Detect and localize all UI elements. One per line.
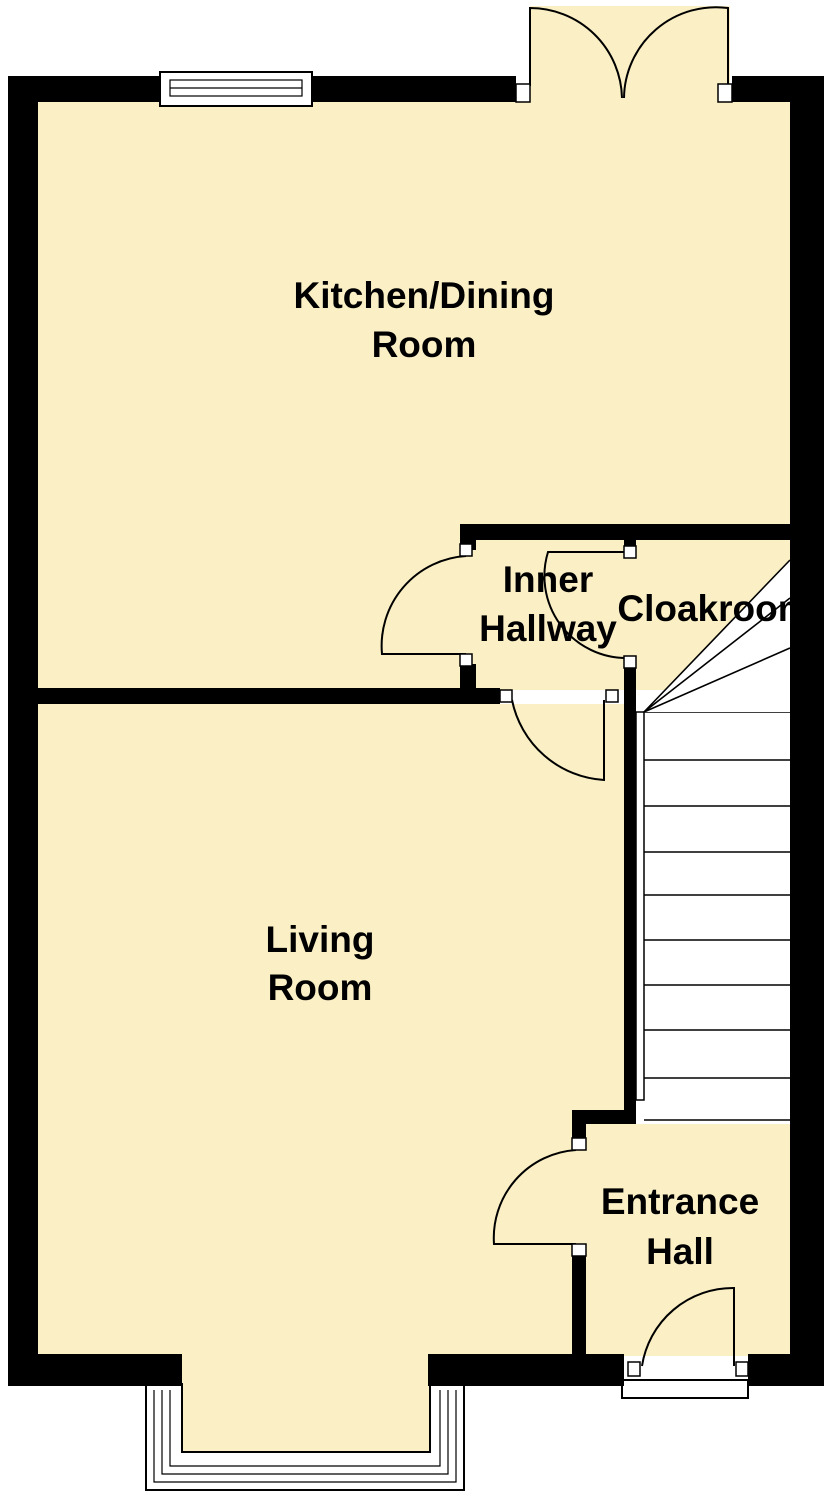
living-room-label-line1: Living: [266, 919, 375, 960]
entrance-hall-label-line2: Hall: [646, 1231, 714, 1272]
cloakroom-door: [543, 551, 627, 659]
wall-entrance-left-lower: [572, 1254, 586, 1358]
staircase-icon: [635, 559, 791, 1122]
wall-top-mid: [312, 76, 516, 102]
kitchen-label-line2: Room: [372, 324, 477, 365]
wall-top-right: [732, 76, 824, 102]
wall-stair-side: [624, 668, 636, 1120]
wall-hall-left-lower: [460, 664, 476, 704]
living-hall-door: [499, 689, 619, 782]
entrance-living-door: [492, 1137, 587, 1257]
cloakroom-jamb-bottom: [623, 655, 637, 669]
walls: [8, 76, 824, 1386]
kitchen-window: [159, 71, 313, 107]
front-door-frame: [621, 1379, 749, 1399]
stair-area: [644, 712, 790, 1122]
kitchen-label-line1: Kitchen/Dining: [293, 275, 554, 316]
wall-living-kitchen: [38, 688, 500, 704]
french-doors: [515, 6, 733, 103]
bay-window-floor: [180, 1354, 430, 1458]
wall-hall-top: [460, 524, 790, 540]
living-room-floor: [38, 704, 624, 1354]
floor-areas: [38, 6, 790, 1458]
kitchen-hall-door: [380, 543, 473, 667]
inner-hallway-label-line1: Inner: [503, 559, 593, 600]
entrance-hall-floor: [586, 1124, 790, 1356]
entrance-hall-label-line1: Entrance: [601, 1181, 759, 1222]
stair-rail: [635, 711, 645, 1101]
wall-left: [8, 76, 38, 1386]
french-door-porch-floor: [530, 6, 730, 106]
inner-hallway-label-line2: Hallway: [479, 608, 617, 649]
winder-steps: [643, 559, 791, 713]
wall-bottom-left: [8, 1354, 182, 1386]
cloakroom-label: Cloakroom: [617, 588, 810, 629]
wall-entrance-left-upper: [572, 1110, 586, 1142]
wall-entrance-top: [572, 1110, 636, 1124]
wall-right: [790, 76, 824, 1386]
cloakroom-jamb-top: [623, 545, 637, 559]
living-room-label-line2: Room: [268, 967, 373, 1008]
wall-top-left: [8, 76, 160, 102]
wall-bottom-right: [748, 1354, 824, 1386]
wall-bottom-mid: [428, 1354, 624, 1386]
front-door: [627, 1286, 749, 1377]
door-swing-icon: [380, 6, 749, 1377]
room-labels: Kitchen/Dining Room Inner Hallway Cloakr…: [266, 275, 810, 1272]
